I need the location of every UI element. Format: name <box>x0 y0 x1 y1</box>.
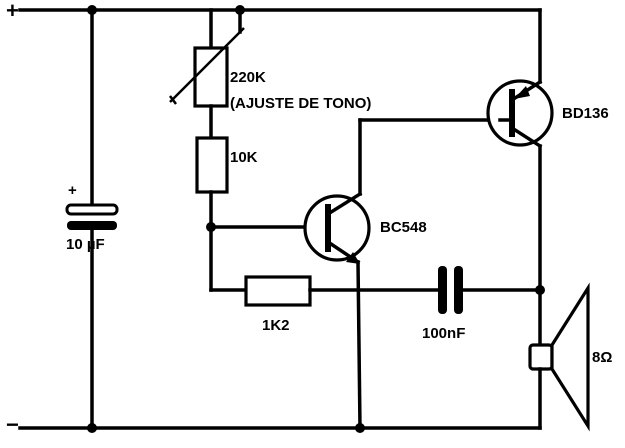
bd136-label: BD136 <box>562 105 609 122</box>
trimmer-resistor <box>169 8 245 140</box>
trimmer-note-label: (AJUSTE DE TONO) <box>230 95 371 112</box>
positive-sign: + <box>6 0 19 23</box>
speaker-label: 8Ω <box>592 349 612 366</box>
capacitor-100nf <box>438 266 542 314</box>
resistor-10k-label: 10K <box>230 149 258 166</box>
transistor-bc548 <box>303 118 371 430</box>
capacitor-value-label: 10 µF <box>66 236 105 253</box>
resistor-1k2 <box>209 275 440 307</box>
junction-dots <box>87 5 545 433</box>
resistor-10k <box>195 136 229 292</box>
resistor-1k2-label: 1K2 <box>262 317 290 334</box>
capacitor-polarity-label: + <box>68 182 77 199</box>
negative-sign: − <box>6 412 19 437</box>
capacitor-electrolytic <box>65 8 119 430</box>
capacitor-100nf-label: 100nF <box>422 325 465 342</box>
transistor-bd136 <box>358 8 554 347</box>
trimmer-value-label: 220K <box>230 69 266 86</box>
bc548-label: BC548 <box>380 219 427 236</box>
speaker <box>528 282 590 432</box>
